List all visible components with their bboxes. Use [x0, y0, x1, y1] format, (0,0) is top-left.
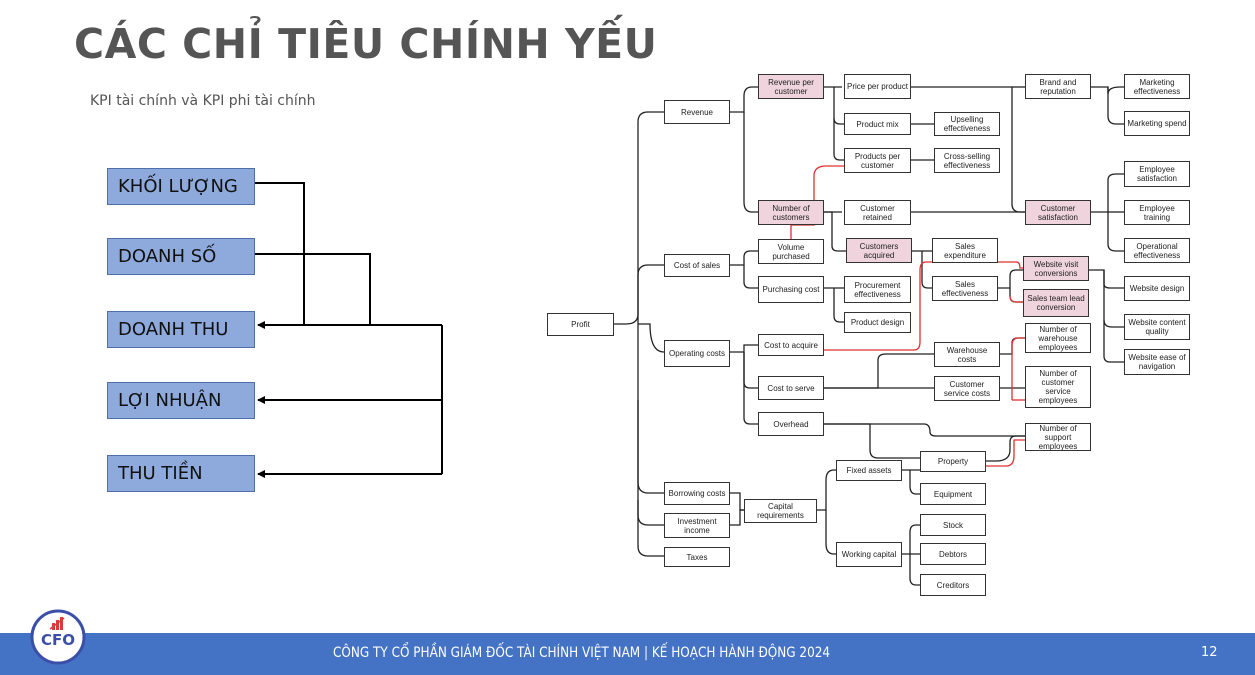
node-fixed-assets: Fixed assets: [836, 460, 902, 481]
node-sales-effectiveness: Sales effectiveness: [932, 276, 998, 301]
node-customer-service-costs: Customer service costs: [934, 376, 1000, 401]
node-property: Property: [920, 451, 986, 472]
kpi-box-collections: THU TIỀN: [107, 455, 255, 492]
node-marketing-spend: Marketing spend: [1124, 111, 1190, 136]
node-website-design: Website design: [1124, 276, 1190, 301]
node-customers-acquired: Customers acquired: [846, 238, 912, 263]
node-procurement-effectiveness: Procurement effectiveness: [844, 276, 911, 303]
node-number-of-customers: Number of customers: [758, 200, 824, 225]
node-employee-training: Employee training: [1124, 200, 1190, 225]
node-customer-retained: Customer retained: [844, 200, 911, 225]
kpi-box-revenue: DOANH THU: [107, 311, 255, 348]
node-product-design: Product design: [844, 312, 911, 333]
page-number: 12: [1201, 645, 1218, 660]
node-creditors: Creditors: [920, 574, 986, 596]
kpi-box-volume: KHỐI LƯỢNG: [107, 168, 255, 205]
node-website-visit-conversions: Website visit conversions: [1023, 256, 1089, 281]
node-stock: Stock: [920, 514, 986, 536]
node-website-content-quality: Website content quality: [1124, 314, 1190, 340]
node-cost-of-sales: Cost of sales: [664, 254, 730, 277]
node-marketing-effectiveness: Marketing effectiveness: [1124, 74, 1190, 99]
node-taxes: Taxes: [664, 547, 730, 567]
node-number-of-support-employees: Number of support employees: [1025, 423, 1091, 451]
node-equipment: Equipment: [920, 483, 986, 505]
node-website-ease-of-navigation: Website ease of navigation: [1124, 349, 1190, 375]
node-borrowing-costs: Borrowing costs: [664, 482, 730, 505]
node-cross-selling-effectiveness: Cross-selling effectiveness: [934, 148, 1000, 173]
node-cost-to-serve: Cost to serve: [758, 376, 824, 400]
cfo-logo: CFO: [30, 609, 86, 665]
node-revenue-per-customer: Revenue per customer: [758, 74, 824, 99]
node-working-capital: Working capital: [836, 542, 902, 567]
node-investment-income: Investment income: [664, 513, 730, 538]
node-operating-costs: Operating costs: [664, 340, 730, 367]
node-sales-team-lead-conversion: Sales team lead conversion: [1023, 289, 1089, 317]
footer-text: CÔNG TY CỔ PHẦN GIÁM ĐỐC TÀI CHÍNH VIỆT …: [333, 645, 831, 661]
node-capital-requirements: Capital requirements: [744, 499, 817, 523]
node-debtors: Debtors: [920, 543, 986, 565]
footer-bar: [0, 633, 1255, 675]
node-overhead: Overhead: [758, 412, 824, 436]
node-operational-effectiveness: Operational effectiveness: [1124, 238, 1190, 263]
node-price-per-product: Price per product: [844, 74, 911, 99]
node-sales-expenditure: Sales expenditure: [932, 238, 998, 263]
logo-wordmark: CFO: [41, 631, 75, 649]
node-customer-satisfaction: Customer satisfaction: [1025, 200, 1091, 225]
node-revenue: Revenue: [664, 100, 730, 124]
node-warehouse-costs: Warehouse costs: [934, 342, 1000, 367]
node-purchasing-cost: Purchasing cost: [758, 276, 824, 303]
page-title: CÁC CHỈ TIÊU CHÍNH YẾU: [74, 20, 658, 68]
node-number-of-warehouse-employees: Number of warehouse employees: [1025, 323, 1091, 353]
node-upselling-effectiveness: Upselling effectiveness: [934, 112, 1000, 136]
node-brand-and-reputation: Brand and reputation: [1025, 74, 1091, 99]
kpi-box-sales: DOANH SỐ: [107, 238, 255, 275]
node-cost-to-acquire: Cost to acquire: [758, 334, 824, 356]
node-employee-satisfaction: Employee satisfaction: [1124, 161, 1190, 187]
node-volume-purchased: Volume purchased: [758, 239, 824, 264]
node-products-per-customer: Products per customer: [844, 148, 911, 173]
node-profit: Profit: [547, 313, 614, 336]
node-product-mix: Product mix: [844, 113, 911, 135]
node-number-of-customer-service-employees: Number of customer service employees: [1025, 366, 1091, 408]
page-subtitle: KPI tài chính và KPI phi tài chính: [90, 93, 316, 109]
kpi-box-profit: LỢI NHUẬN: [107, 382, 255, 419]
